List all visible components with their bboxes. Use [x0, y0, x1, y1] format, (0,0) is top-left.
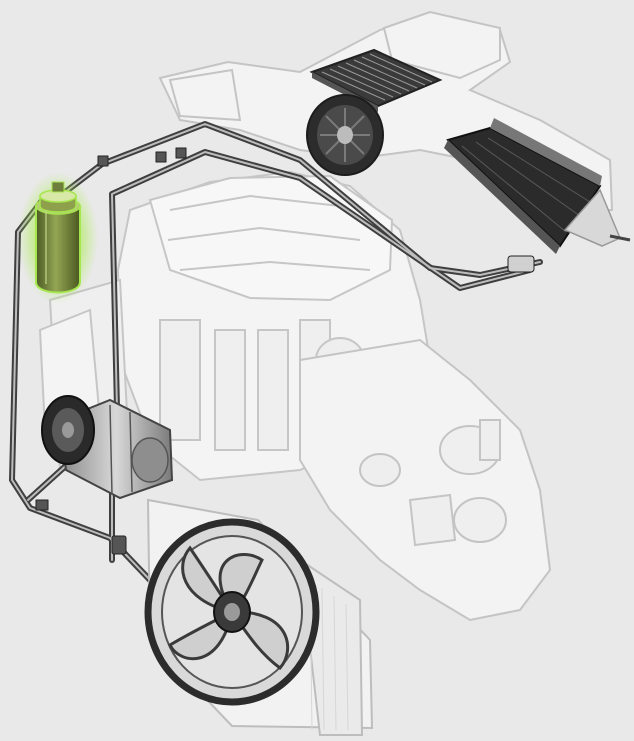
evaporator-icon	[444, 118, 631, 254]
cooling-fan-icon	[144, 518, 320, 706]
receiver-drier-icon	[18, 172, 98, 304]
blower-fan-icon	[306, 94, 384, 176]
gearbox-icon	[299, 338, 552, 622]
ac-compressor-icon	[41, 395, 174, 500]
